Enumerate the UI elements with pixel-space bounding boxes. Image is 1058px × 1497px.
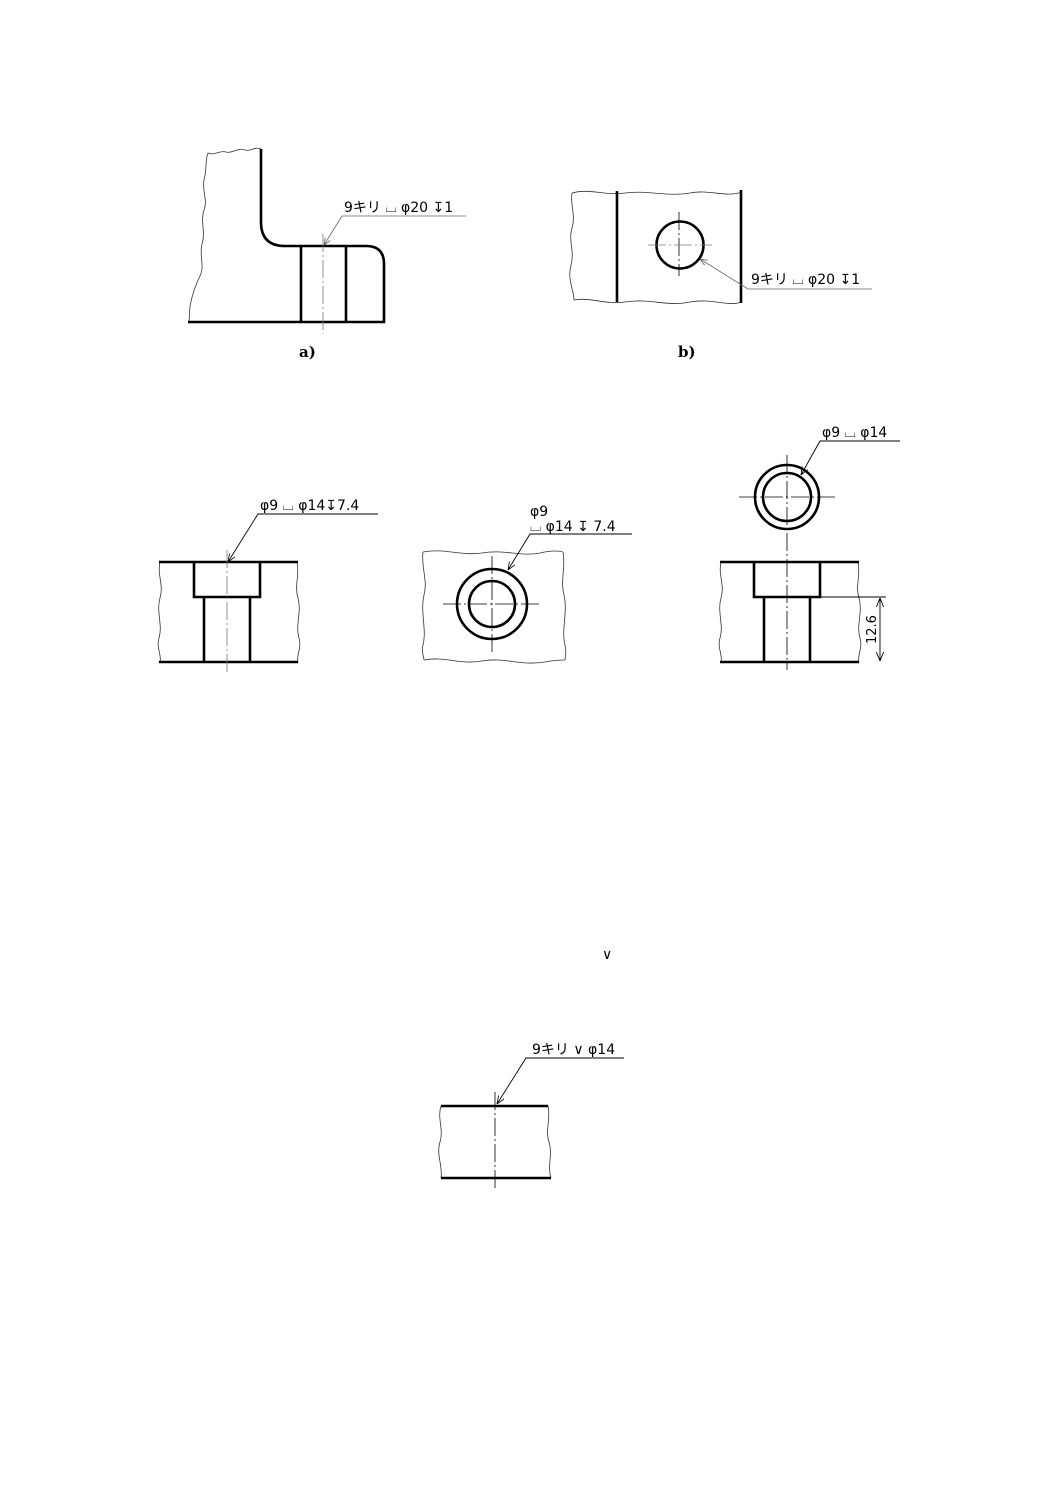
- leader-line: [508, 533, 632, 570]
- callout-text: φ9 ⌴ φ14: [822, 425, 887, 441]
- leader-line: [228, 513, 378, 562]
- break-line: [188, 147, 262, 323]
- leader-line: [700, 259, 872, 290]
- break-line-left: [569, 192, 575, 301]
- counterbore-outline: [752, 562, 822, 599]
- break-line-right: [296, 561, 301, 663]
- break-line-left: [438, 1105, 442, 1179]
- break-line-top: [571, 190, 743, 195]
- break-line-left: [718, 561, 723, 663]
- callout-text: φ9 ⌴ φ14↧7.4: [260, 498, 359, 514]
- callout-text: 9キリ ⌴ φ20 ↧1: [751, 272, 860, 288]
- figure-d-section-view: 9キリ ∨ φ14: [438, 1042, 624, 1190]
- break-line-left: [421, 551, 426, 661]
- figure-c-section-view: φ9 ⌴ φ14↧7.4: [157, 498, 378, 672]
- break-line-right: [562, 551, 567, 661]
- figure-c-plan-view: φ9 ⌴ φ14 ↧ 7.4: [421, 504, 632, 664]
- figure-caption: b): [678, 343, 696, 361]
- figure-a-section-view: 9キリ ⌴ φ20 ↧1 a): [188, 147, 466, 361]
- leader-line: [801, 440, 900, 475]
- figure-caption: a): [299, 343, 316, 361]
- figure-c-combined-view: φ9 ⌴ φ14 12.6: [718, 425, 900, 670]
- leader-line: [324, 215, 466, 245]
- dimension-value: 12.6: [865, 615, 880, 644]
- leader-line: [497, 1057, 624, 1104]
- break-line-right: [547, 1105, 552, 1179]
- callout-text: 9キリ ∨ φ14: [532, 1042, 615, 1058]
- stray-countersink-mark: ∨: [602, 947, 612, 963]
- break-line-right: [857, 561, 862, 663]
- callout-text-line2: ⌴ φ14 ↧ 7.4: [530, 519, 616, 535]
- break-line-bottom: [423, 658, 566, 664]
- figure-b-plan-view: 9キリ ⌴ φ20 ↧1 b): [569, 190, 872, 361]
- part-outline: [188, 149, 386, 324]
- callout-text-line1: φ9: [530, 504, 548, 520]
- break-line-bottom: [573, 298, 743, 304]
- break-line-top: [422, 550, 564, 555]
- break-line-left: [157, 561, 162, 663]
- callout-text: 9キリ ⌴ φ20 ↧1: [344, 200, 453, 216]
